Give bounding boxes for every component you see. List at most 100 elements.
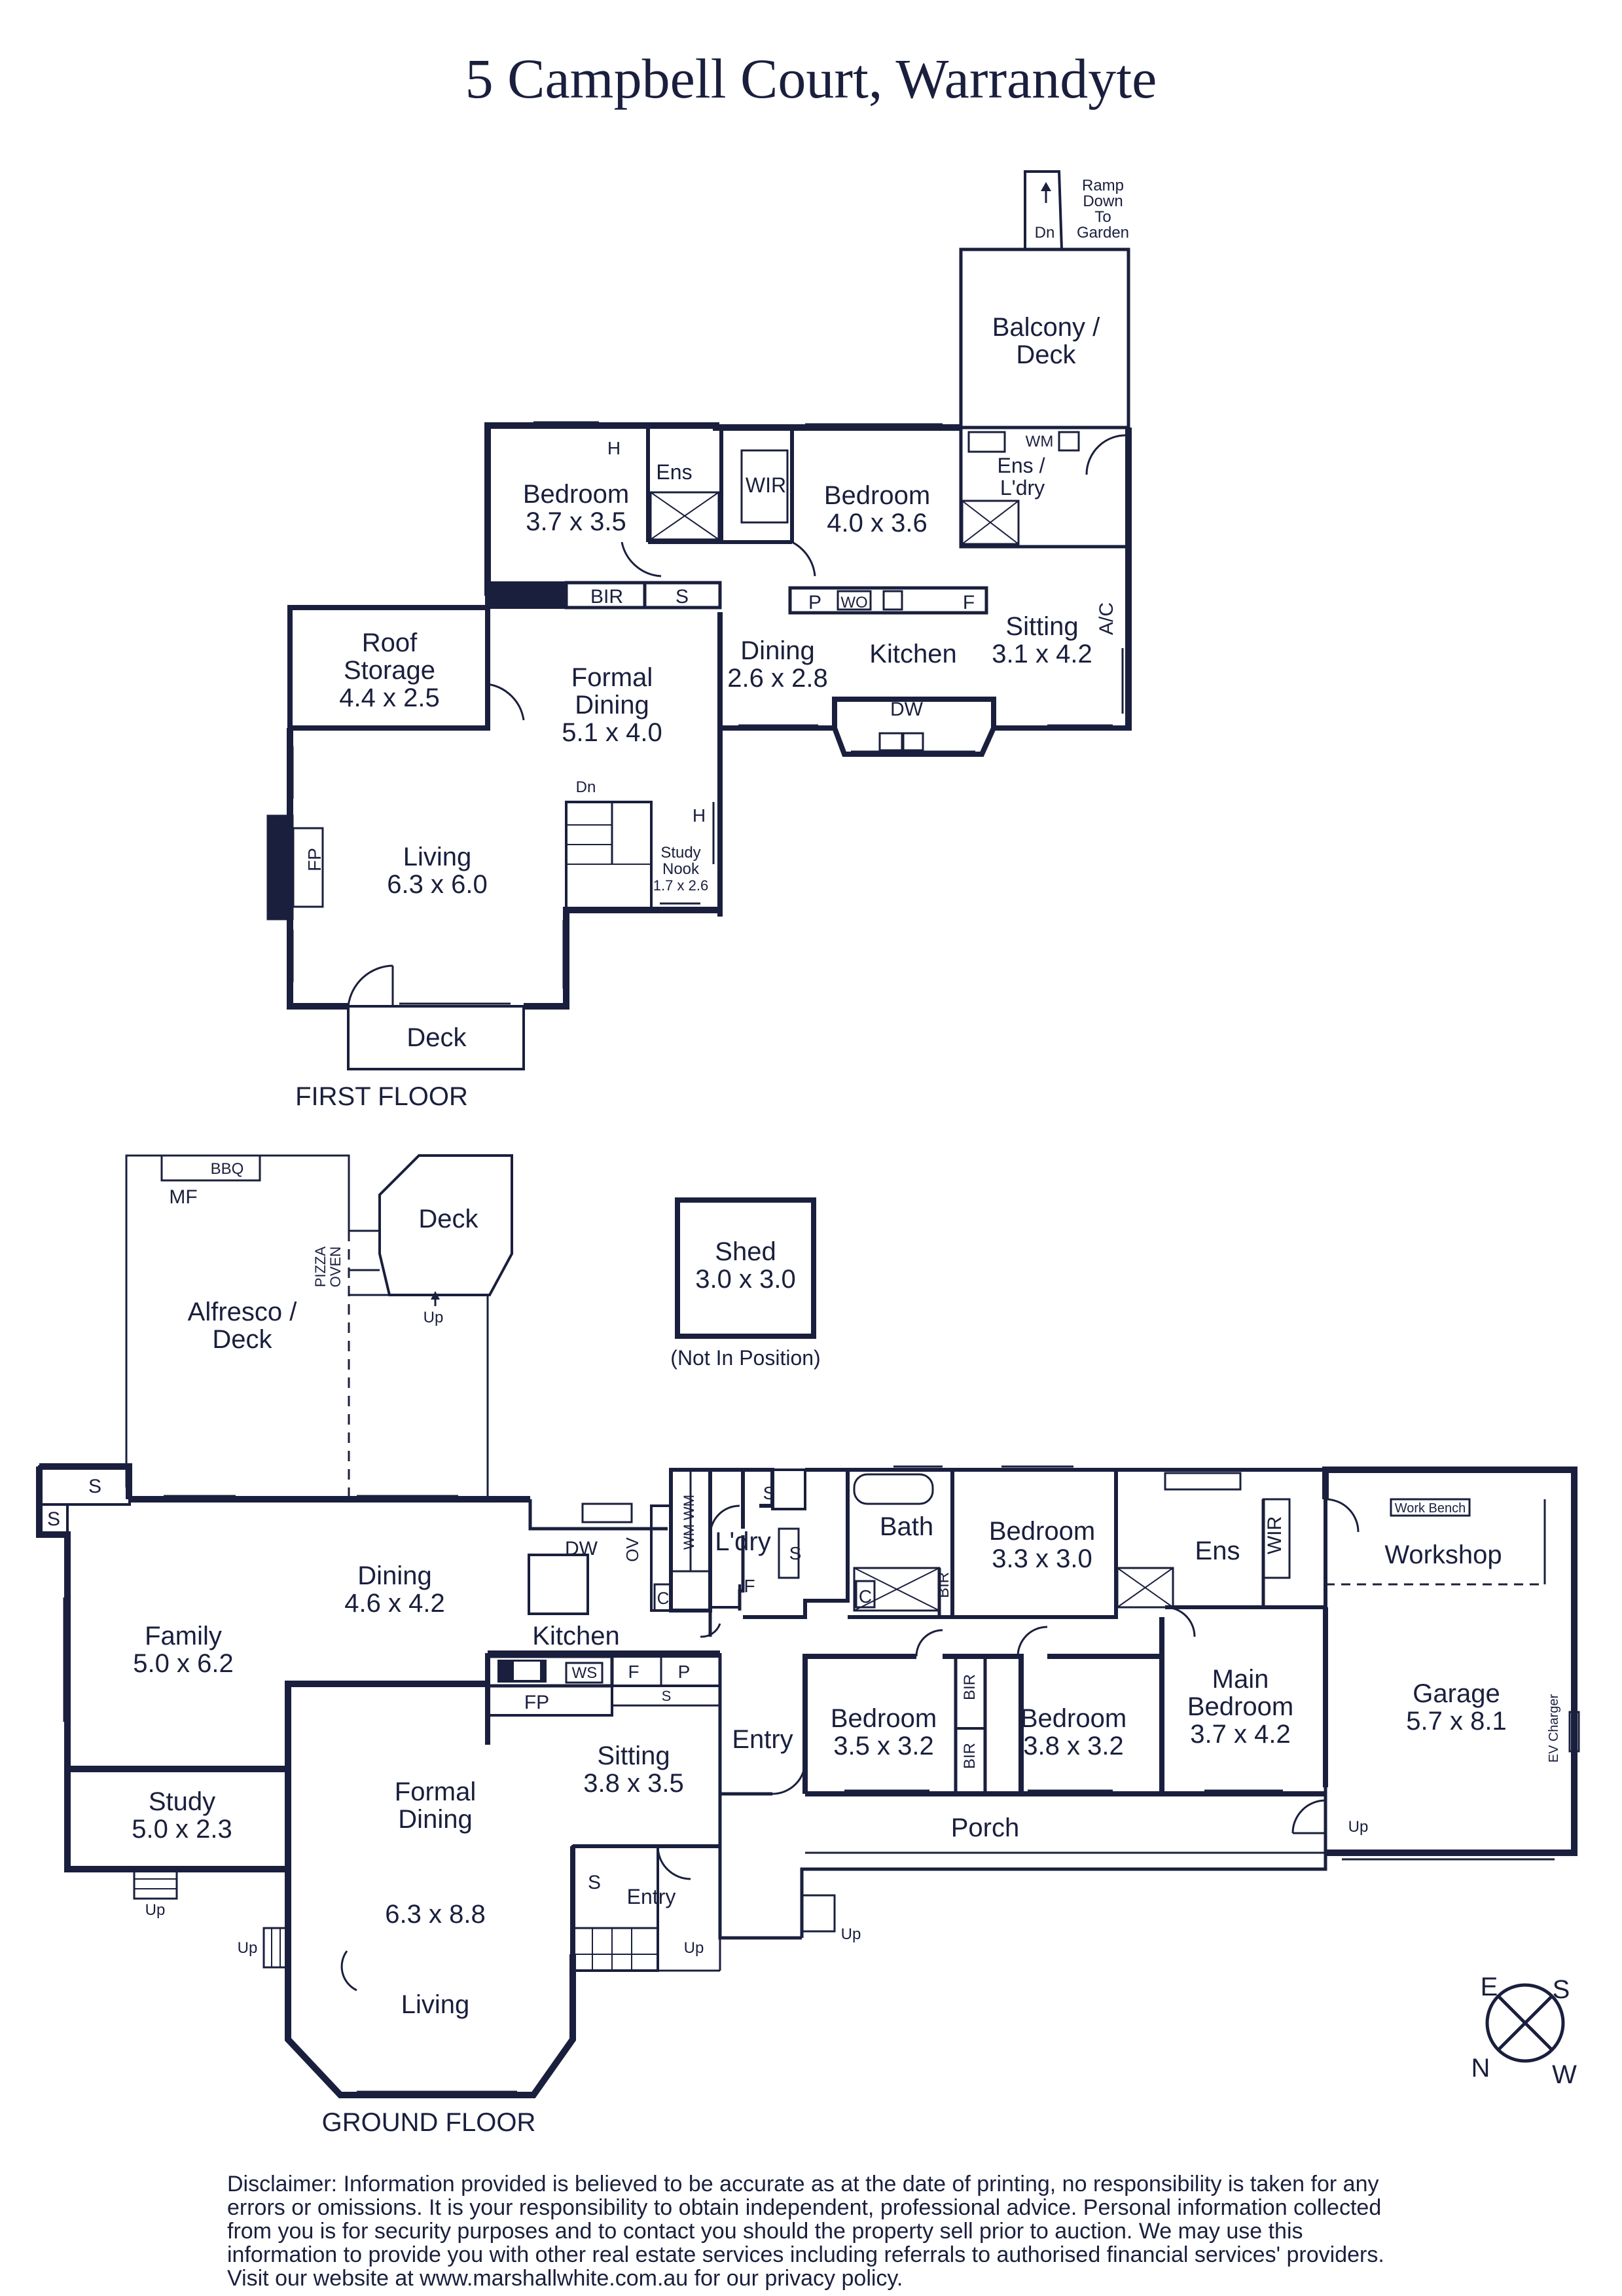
fridge-label: F — [628, 1662, 639, 1682]
stair-dn-label: Dn — [576, 778, 596, 796]
ens-ldry-label: Ens / — [998, 454, 1045, 477]
family-dimensions: 5.0 x 6.2 — [133, 1649, 233, 1678]
pantry-label: P — [678, 1662, 691, 1682]
storage-label: S — [763, 1483, 776, 1503]
bir-label: BIR — [935, 1572, 952, 1598]
storage-label: S — [47, 1508, 60, 1530]
heater-label: H — [607, 438, 621, 458]
living-dimensions: 6.3 x 6.0 — [387, 870, 487, 899]
up-label: Up — [841, 1925, 861, 1943]
first-floor-labels: Ramp Down To Garden Dn Balcony / Deck WM… — [295, 177, 1129, 1111]
ens-label: Ens — [656, 460, 692, 484]
study-dimensions: 5.0 x 2.3 — [132, 1815, 232, 1844]
fireplace-label: FP — [304, 848, 325, 871]
dishwasher-label: DW — [890, 699, 924, 720]
first-floor-windows — [291, 421, 1124, 1005]
fridge-label: F — [963, 592, 975, 613]
cupboard-label: C — [657, 1588, 670, 1608]
bir-label: BIR — [961, 1674, 979, 1700]
formal-dining-label: Dining — [575, 691, 649, 720]
shed-label: Shed — [715, 1237, 776, 1266]
balcony-label: Deck — [1016, 340, 1076, 369]
pizza-oven-label: PIZZA — [312, 1247, 329, 1288]
storage-label: S — [588, 1872, 601, 1893]
bedroom-label: Bedroom — [824, 481, 930, 510]
up-label: Up — [145, 1901, 166, 1919]
sitting-dimensions: 3.1 x 4.2 — [992, 640, 1092, 668]
dining-dimensions: 4.6 x 4.2 — [344, 1589, 444, 1618]
ground-floor-labels: BBQ MF PIZZA OVEN Deck Up Alfresco / Dec… — [47, 1160, 1561, 2137]
living-label: Living — [403, 843, 472, 871]
first-floor-label: FIRST FLOOR — [295, 1082, 468, 1111]
wall-oven-label: WO — [840, 594, 867, 611]
bath-label: Bath — [880, 1512, 933, 1541]
compass-south: S — [1553, 1975, 1570, 2004]
bedroom-label: Bedroom — [523, 480, 629, 509]
disclaimer-text: Disclaimer: Information provided is beli… — [227, 2172, 1384, 2291]
ground-floor-walls — [36, 1154, 1580, 2098]
bedroom-dimensions: 3.8 x 3.2 — [1023, 1732, 1123, 1760]
dining-dimensions: 2.6 x 2.8 — [727, 664, 827, 693]
page-title: 5 Campbell Court, Warrandyte — [465, 47, 1157, 110]
bbq-label: BBQ — [211, 1160, 244, 1178]
kitchen-label: Kitchen — [869, 640, 956, 668]
bedroom-dimensions: 3.3 x 3.0 — [992, 1544, 1092, 1573]
porch-label: Porch — [951, 1813, 1020, 1842]
compass-north: N — [1471, 2054, 1490, 2083]
compass-icon — [1485, 1983, 1565, 2063]
storage-label: S — [662, 1688, 672, 1704]
study-nook-dimensions: 1.7 x 2.6 — [653, 877, 708, 894]
bedroom-label: Bedroom — [831, 1704, 937, 1733]
dishwasher-label: DW — [565, 1538, 598, 1559]
work-bench-label: Work Bench — [1395, 1501, 1466, 1516]
wm-label: WM WM — [681, 1495, 697, 1550]
bedroom-label: Bedroom — [989, 1517, 1095, 1546]
entry-label: Entry — [732, 1725, 793, 1754]
study-nook-label: Study — [660, 844, 700, 862]
sitting-dimensions: 3.8 x 3.5 — [583, 1769, 683, 1798]
laundry-label: L'dry — [715, 1527, 770, 1556]
living-dimensions: 6.3 x 8.8 — [385, 1900, 485, 1929]
up-label: Up — [238, 1939, 258, 1957]
roof-storage-label: Roof — [362, 629, 418, 657]
balcony-label: Balcony / — [992, 313, 1100, 342]
storage-label: S — [789, 1543, 802, 1563]
entry-label: Entry — [627, 1885, 676, 1908]
study-label: Study — [149, 1787, 215, 1816]
main-bedroom-label: Main — [1212, 1665, 1269, 1694]
bedroom-dimensions: 3.5 x 3.2 — [833, 1732, 933, 1760]
ramp-label: Garden — [1077, 224, 1129, 242]
oven-label: OV — [622, 1537, 642, 1562]
garage-label: Garage — [1413, 1679, 1500, 1708]
alfresco-label: Deck — [212, 1325, 272, 1354]
fridge-label: F — [744, 1576, 755, 1596]
ramp-dn-label: Dn — [1035, 224, 1055, 242]
ac-label: A/C — [1096, 602, 1117, 635]
storage-label: S — [676, 586, 689, 608]
up-label: Up — [424, 1309, 444, 1326]
formal-dining-label: Formal — [395, 1777, 476, 1806]
bir-label: BIR — [961, 1743, 979, 1769]
up-label: Up — [684, 1939, 704, 1957]
storage-label: S — [88, 1476, 101, 1497]
living-label: Living — [401, 1990, 470, 2019]
ground-floor-label: GROUND FLOOR — [322, 2108, 536, 2137]
compass-west: W — [1552, 2060, 1577, 2089]
ramp-label: Down — [1083, 192, 1123, 210]
kitchen-label: Kitchen — [532, 1622, 619, 1650]
main-bedroom-dimensions: 3.7 x 4.2 — [1190, 1720, 1290, 1749]
pizza-oven-label: OVEN — [327, 1247, 344, 1287]
ens-ldry-label: L'dry — [1000, 476, 1045, 500]
compass-east: E — [1481, 1973, 1498, 2001]
roof-storage-dimensions: 4.4 x 2.5 — [339, 683, 439, 712]
deck-label: Deck — [418, 1205, 478, 1233]
bedroom-dimensions: 4.0 x 3.6 — [827, 509, 927, 538]
bir-label: BIR — [590, 586, 623, 608]
bedroom-label: Bedroom — [1020, 1704, 1126, 1733]
workshop-label: Workshop — [1384, 1540, 1502, 1569]
compass-labels: E S N W — [1471, 1973, 1577, 2089]
heater-label: H — [693, 805, 706, 826]
ramp-label: Ramp — [1082, 177, 1124, 194]
alfresco-label: Alfresco / — [188, 1298, 298, 1326]
bedroom-dimensions: 3.7 x 3.5 — [526, 507, 626, 536]
